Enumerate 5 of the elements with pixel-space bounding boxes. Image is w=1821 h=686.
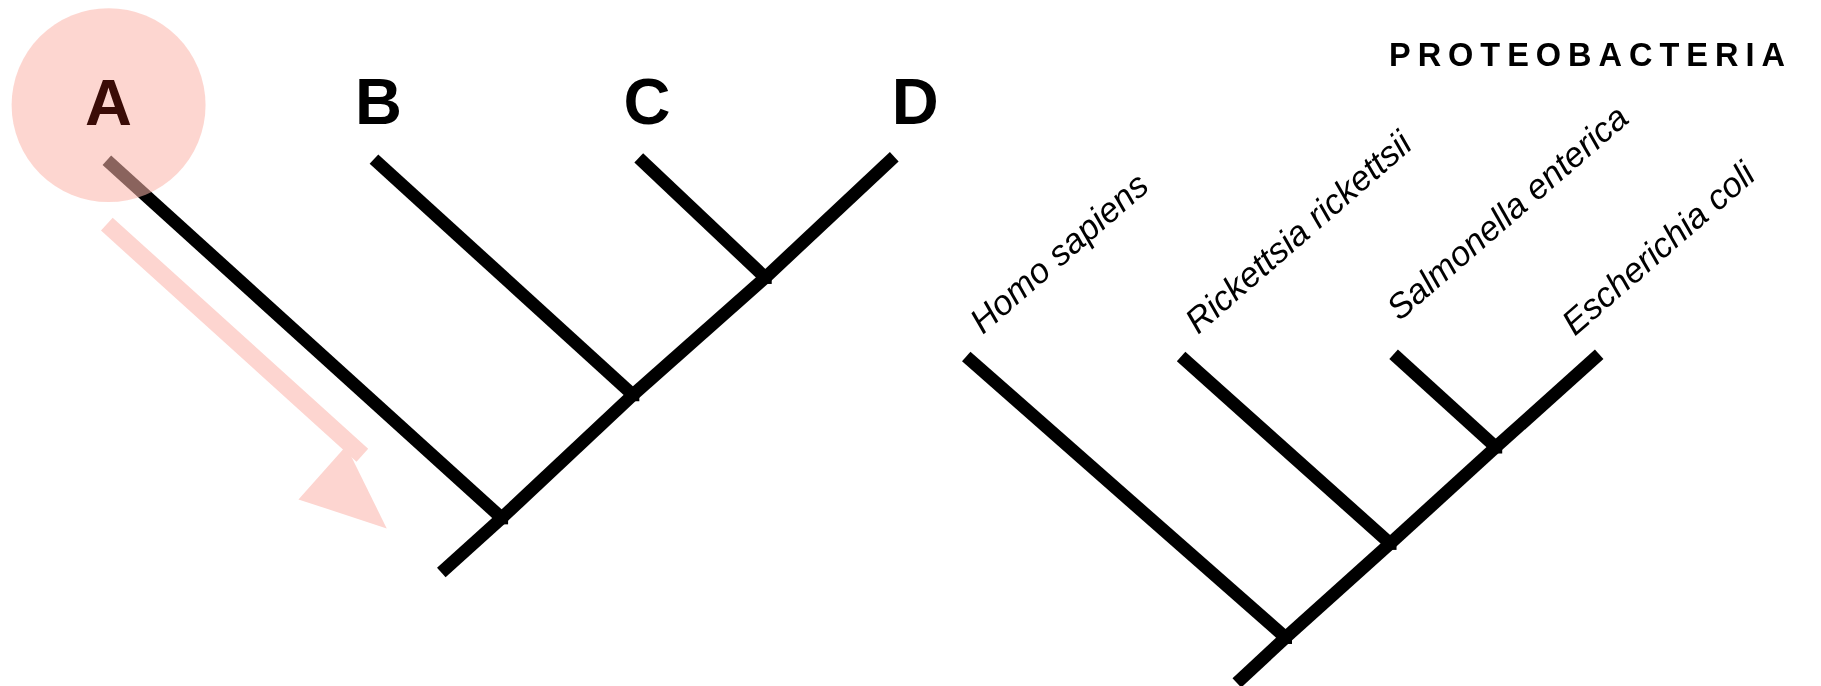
group-label: PROTEOBACTERIA	[1388, 39, 1792, 72]
taxon-label: B	[355, 69, 403, 135]
taxon-label: A	[85, 70, 133, 136]
taxon-label: C	[623, 69, 671, 135]
taxon-label: D	[891, 69, 939, 135]
